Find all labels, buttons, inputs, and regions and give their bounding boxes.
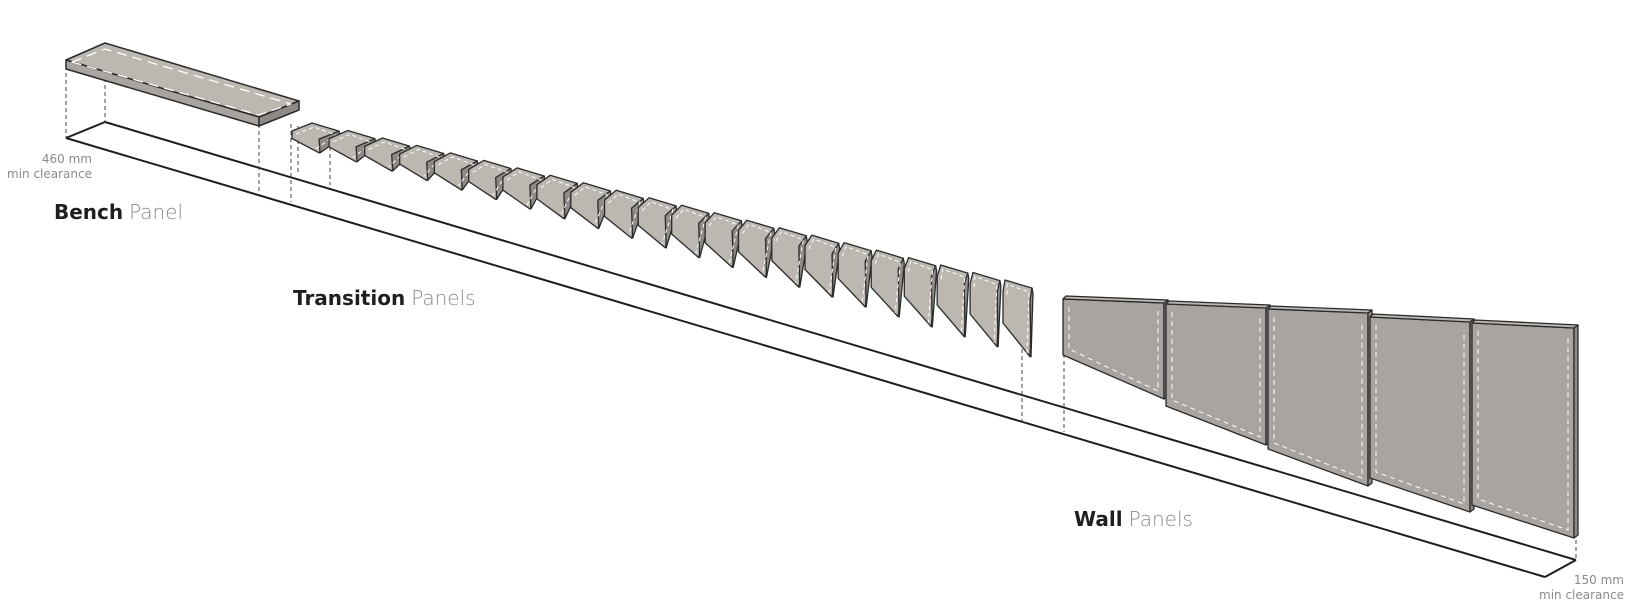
transition-panel <box>903 256 938 328</box>
transition-panel-dash <box>841 245 869 303</box>
transition-label-light: Panels <box>411 286 475 310</box>
transition-panel-dash <box>708 216 739 264</box>
transition-panel-dash <box>641 201 674 244</box>
transition-panel-dash <box>332 133 373 159</box>
wall-label-light: Panels <box>1129 507 1193 531</box>
transition-panel-dash <box>775 231 804 284</box>
bench-clearance-note-line2: min clearance <box>7 167 92 181</box>
bench-clearance-note-line1: 460 mm <box>42 152 92 166</box>
transition-panels <box>291 122 1034 358</box>
transition-panel-dash <box>540 178 575 215</box>
wall-panel-dash <box>1171 312 1261 438</box>
transition-panel <box>671 204 711 259</box>
wall-clearance-note-line2: min clearance <box>1539 588 1624 602</box>
wall-label-bold: Wall <box>1074 507 1123 531</box>
transition-panel-dash <box>907 260 934 323</box>
ground-line-end <box>1544 559 1577 578</box>
transition-panel-dash <box>608 193 641 235</box>
wall-panel-face <box>1471 322 1575 539</box>
wall-panel-dash <box>1273 317 1363 479</box>
transition-panel <box>771 227 808 288</box>
transition-panel-dash <box>742 223 772 274</box>
transition-panel-dash <box>368 141 408 168</box>
bench-panel <box>65 42 300 127</box>
transition-panel <box>936 264 970 338</box>
transition-panel-dash <box>675 208 707 254</box>
wall-panel-face <box>1369 316 1471 513</box>
transition-panel-dash <box>506 171 542 206</box>
wall-panel-face <box>1165 303 1267 446</box>
transition-panel-edge <box>1029 287 1034 358</box>
transition-panel-dash <box>295 126 338 150</box>
bench-panel-side <box>258 100 300 127</box>
transition-panel-dash <box>403 148 442 177</box>
transition-panel-dash <box>438 156 476 187</box>
transition-panel-dash <box>808 238 837 294</box>
bench-panel-dash <box>71 48 292 116</box>
transition-panel-edge <box>996 279 1002 348</box>
transition-panel-edge <box>897 257 905 318</box>
wall-panel-dash <box>1375 325 1465 505</box>
transition-panel <box>804 234 841 298</box>
wall-panel <box>1369 313 1475 513</box>
wall-panel-dash <box>1477 331 1569 531</box>
transition-panel <box>1002 279 1034 358</box>
ground-line-start <box>65 121 106 139</box>
transition-panel-edge <box>930 265 938 328</box>
transition-panel-edge <box>963 272 970 338</box>
wall-panel <box>1267 305 1373 487</box>
transition-panel <box>969 271 1002 348</box>
wall-panel <box>1165 300 1271 446</box>
bench-label-light: Panel <box>129 200 183 224</box>
transition-panel <box>704 212 743 269</box>
wall-panel <box>1062 295 1169 400</box>
transition-panel <box>737 219 776 278</box>
transition-panel-dash <box>973 275 998 343</box>
wall-panel-edge <box>1573 324 1579 539</box>
wall-panel-face <box>1062 298 1165 400</box>
transition-panel-dash <box>940 268 966 333</box>
transition-panel-dash <box>874 253 901 313</box>
wall-clearance-note-line1: 150 mm <box>1574 573 1624 587</box>
ground-line-front <box>65 137 1546 578</box>
transition-panel <box>870 249 905 318</box>
wall-panel-face <box>1267 308 1369 487</box>
wall-panel-dash <box>1068 307 1159 392</box>
transition-panel <box>837 241 873 308</box>
transition-panel-dash <box>574 186 608 225</box>
transition-label-bold: Transition <box>293 286 405 310</box>
ground-line-back <box>104 121 1577 561</box>
transition-panel-dash <box>472 163 509 196</box>
ground-lines <box>65 121 1577 578</box>
projection-lines <box>65 66 1577 560</box>
wall-panels <box>1062 295 1579 539</box>
bench-label-bold: Bench <box>54 200 123 224</box>
transition-panel-dash <box>1006 283 1030 353</box>
wall-panel <box>1471 319 1579 539</box>
